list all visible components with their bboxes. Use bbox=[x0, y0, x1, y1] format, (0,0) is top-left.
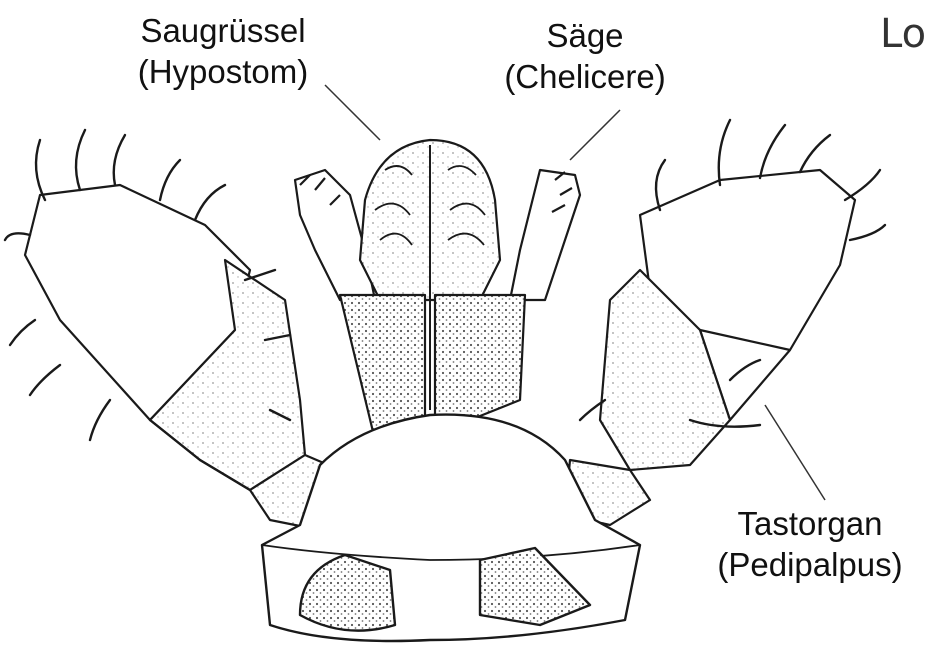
leader-line-chelicere bbox=[570, 110, 620, 160]
leader-line-pedipalpus bbox=[765, 405, 825, 500]
label-pedipalpus-name: Tastorgan bbox=[690, 503, 930, 544]
label-chelicere-name: Säge bbox=[470, 15, 700, 56]
label-hypostom: Saugrüssel (Hypostom) bbox=[88, 10, 358, 92]
label-pedipalpus-term: (Pedipalpus) bbox=[690, 544, 930, 585]
right-pedipalp bbox=[565, 170, 855, 525]
label-chelicere-term: (Chelicere) bbox=[470, 56, 700, 97]
label-chelicere: Säge (Chelicere) bbox=[470, 15, 700, 97]
leader-line-hypostom bbox=[325, 85, 380, 140]
label-pedipalpus: Tastorgan (Pedipalpus) bbox=[690, 503, 930, 585]
basis-capituli bbox=[262, 415, 640, 641]
corner-text-fragment: Lo bbox=[880, 14, 926, 54]
label-hypostom-term: (Hypostom) bbox=[88, 51, 358, 92]
label-hypostom-name: Saugrüssel bbox=[88, 10, 358, 51]
left-pedipalp bbox=[25, 185, 340, 530]
